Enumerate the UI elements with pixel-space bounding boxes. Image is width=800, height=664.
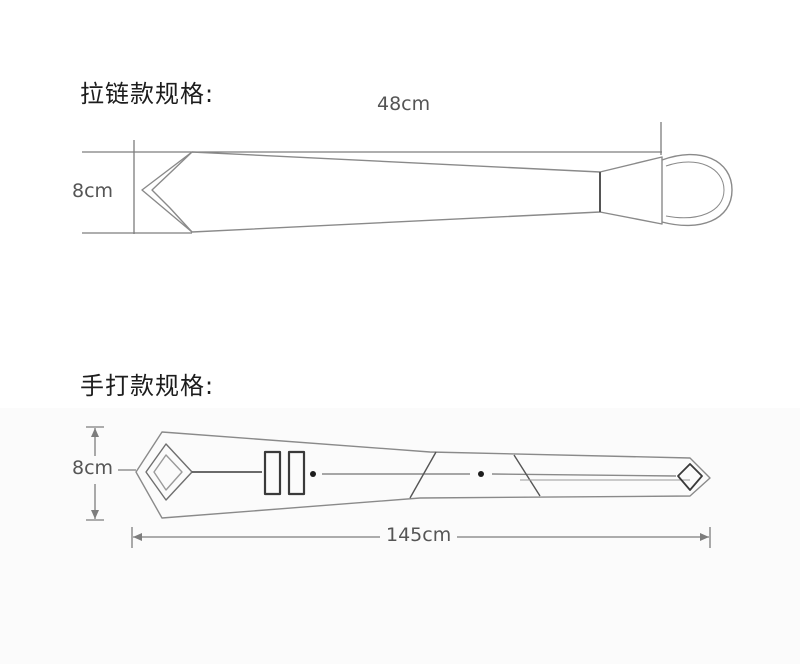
hand-tie-seam-left xyxy=(409,451,437,499)
hand-tie-dot-right xyxy=(478,471,484,477)
zipper-width-label: 8cm xyxy=(72,180,114,202)
zipper-tie-blade xyxy=(141,151,601,233)
hand-tied-tie-diagram xyxy=(86,426,711,548)
hand-tie-narrow-tip xyxy=(677,463,703,491)
hand-width-arrow-up xyxy=(91,428,99,437)
zipper-length-dimension xyxy=(82,122,662,155)
zipper-tie-knot xyxy=(599,156,663,225)
hand-tie-dot-left xyxy=(310,471,316,477)
hand-length-arrow-right xyxy=(700,533,709,541)
hand-tie-label-tag-right xyxy=(287,450,306,496)
hand-tie-label-tag-left xyxy=(263,450,282,496)
hand-width-dimension xyxy=(86,426,136,521)
hand-tied-length-label: 145cm xyxy=(380,526,458,545)
zipper-width-dimension xyxy=(82,140,192,234)
hand-length-arrow-left xyxy=(133,533,142,541)
zipper-tie-loop-inner xyxy=(665,161,725,219)
zipper-tie-diagram xyxy=(82,122,733,234)
zipper-length-label: 48cm xyxy=(377,93,431,115)
zipper-section-background xyxy=(0,0,800,408)
hand-tie-wide-tip-inner xyxy=(153,454,183,491)
hand-tie-seam-right xyxy=(513,454,541,497)
hand-tied-tie-outline xyxy=(135,431,711,519)
hand-tie-center-line-3 xyxy=(491,473,677,477)
hand-tied-spec-title: 手打款规格: xyxy=(80,372,215,400)
zipper-spec-title: 拉链款规格: xyxy=(80,80,215,108)
zipper-tie-outline xyxy=(141,151,733,233)
hand-tied-width-label: 8cm xyxy=(72,457,114,479)
zipper-tie-loop xyxy=(661,153,733,227)
hand-tie-wide-tip-outer xyxy=(145,443,193,501)
hand-width-arrow-down xyxy=(91,510,99,519)
zipper-tie-tip-inner xyxy=(151,151,193,233)
hand-tie-body xyxy=(135,431,711,519)
